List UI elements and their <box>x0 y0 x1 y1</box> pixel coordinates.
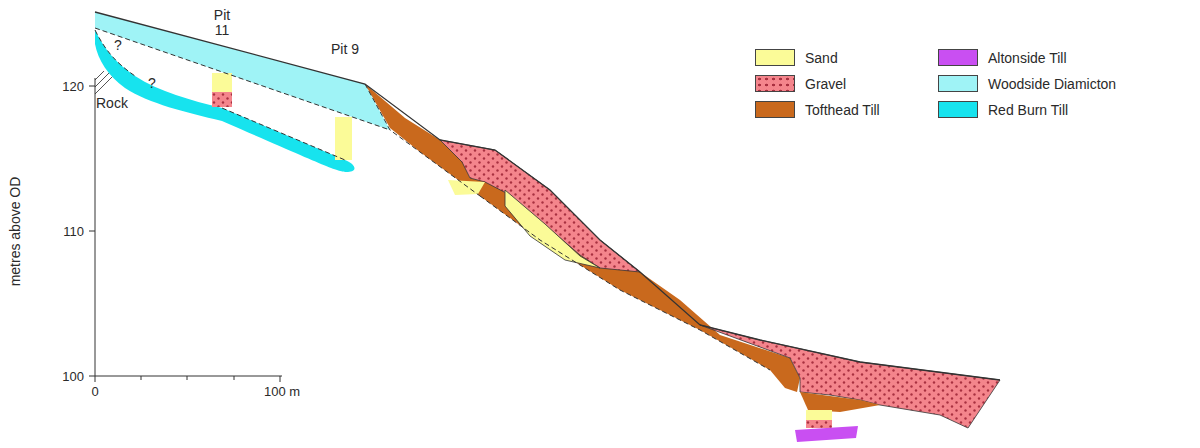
ground-surface <box>95 12 1000 380</box>
sand-lens <box>505 190 600 268</box>
query-mark: ? <box>148 76 156 91</box>
legend-swatch <box>938 101 978 118</box>
woodside-unit <box>95 12 390 130</box>
legend-swatch <box>755 49 795 66</box>
legend-text: Sand <box>805 50 838 66</box>
tofthead-unit <box>365 84 800 392</box>
axis-value: 120 <box>62 79 84 94</box>
pit-label: Pit 9 <box>330 42 361 57</box>
legend-text: Gravel <box>805 76 846 92</box>
sand-lens <box>448 180 485 195</box>
legend-text: Altonside Till <box>988 50 1067 66</box>
legend-text: Tofthead Till <box>805 102 880 118</box>
tofthead-unit <box>800 392 880 412</box>
pit-sand <box>806 410 832 420</box>
pit-sand <box>212 73 232 92</box>
legend-item: Woodside Diamicton <box>938 75 1116 92</box>
pit-gravel <box>806 420 832 428</box>
scale-value: 100 m <box>264 384 300 399</box>
pit-gravel <box>212 92 232 107</box>
rock-label: Rock <box>96 96 128 111</box>
legend-item: Gravel <box>755 75 846 92</box>
axis-value: 110 <box>63 224 84 239</box>
axis-title: metres above OD <box>9 176 24 286</box>
axis-value: 100 <box>62 369 84 384</box>
gravel-unit <box>700 325 1000 428</box>
legend-item: Tofthead Till <box>755 101 880 118</box>
legend-text: Woodside Diamicton <box>988 76 1116 92</box>
legend-swatch <box>938 75 978 92</box>
scale-value: 0 <box>91 384 98 399</box>
gravel-unit <box>440 140 640 272</box>
legend-item: Sand <box>755 49 838 66</box>
legend-swatch <box>755 101 795 118</box>
axis <box>89 78 282 382</box>
legend-swatch <box>755 75 795 92</box>
legend-item: Red Burn Till <box>938 101 1068 118</box>
pit-label: Pit 11 <box>207 8 238 38</box>
boundary-lines <box>95 28 770 370</box>
query-mark: ? <box>114 38 122 53</box>
pit-sand <box>335 117 352 160</box>
redburn-unit <box>95 30 354 172</box>
legend-swatch <box>938 49 978 66</box>
altonside-unit <box>795 426 858 442</box>
legend-item: Altonside Till <box>938 49 1067 66</box>
legend-text: Red Burn Till <box>988 102 1068 118</box>
